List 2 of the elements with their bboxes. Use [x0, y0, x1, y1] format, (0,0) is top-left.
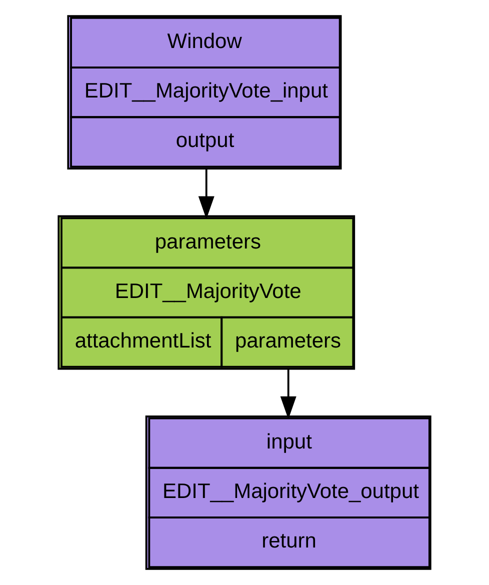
arrow	[198, 168, 214, 220]
arrow	[280, 368, 296, 420]
